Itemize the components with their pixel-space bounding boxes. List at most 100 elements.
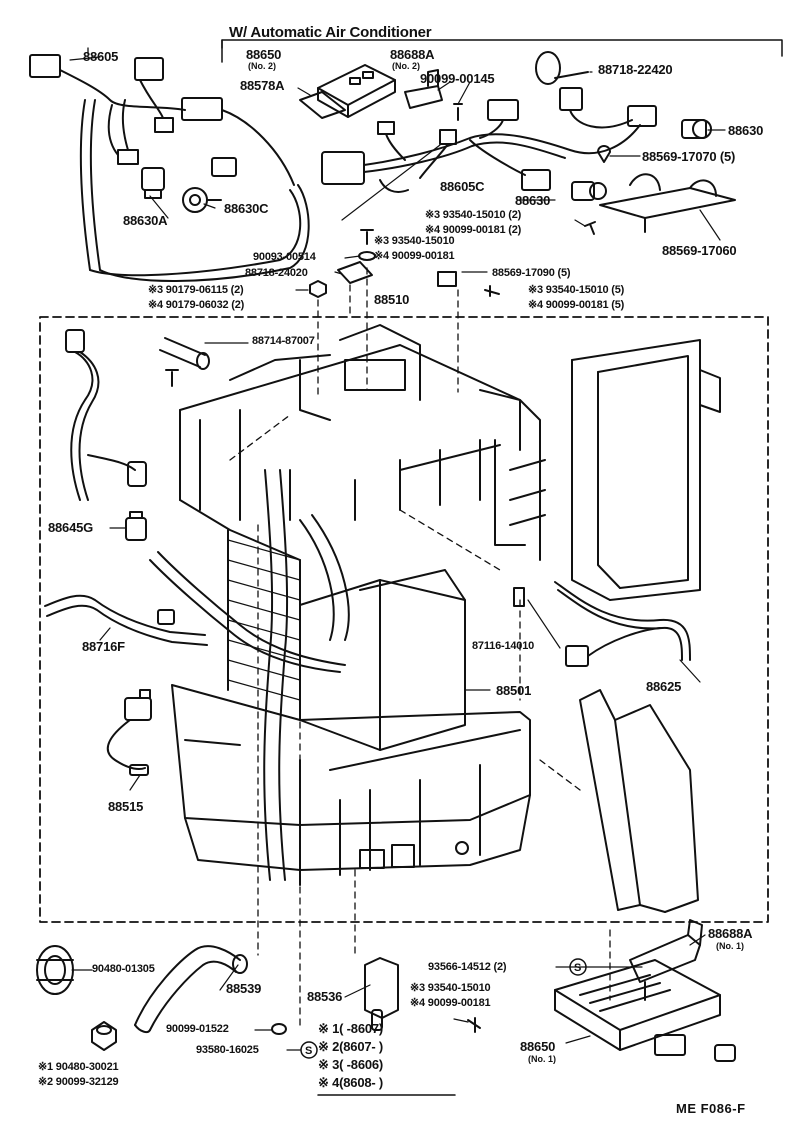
label-88630c: 88630C [224, 201, 269, 216]
drain-hose-88539 [134, 945, 248, 1034]
cooling-unit-88510 [171, 324, 546, 886]
screw-90099-00145 [453, 103, 463, 121]
s-symbol-1-label: S [574, 962, 581, 974]
label-87116-14010: 87116-14010 [472, 640, 535, 652]
screw-left [165, 369, 179, 387]
label-90179-06115: ※3 90179-06115 (2) [148, 284, 244, 296]
grommet-90480-30021 [91, 1021, 117, 1051]
label-90093-00514: 90093-00514 [253, 251, 316, 263]
clip-88569-17070 [597, 145, 611, 163]
label-93566-14512: 93566-14512 (2) [428, 961, 507, 973]
label-88569-17090: 88569-17090 (5) [492, 267, 571, 279]
legend-row-1: ※ 1( -8607) [318, 1021, 384, 1036]
clamp-88630c [182, 187, 222, 213]
label-88569-17070: 88569-17070 (5) [642, 149, 736, 164]
legend-row-4: ※ 4(8608- ) [318, 1075, 384, 1090]
thermistor-87116-14010 [513, 587, 525, 607]
seal-frame-right-top [571, 339, 721, 601]
label-88630-right: 88630 [728, 123, 764, 138]
label-93540-15010-c: ※3 93540-15010 [410, 982, 491, 994]
legend-row-2: ※ 2(8607- ) [318, 1039, 384, 1054]
s-symbol-2-label: S [305, 1045, 312, 1057]
label-88630-mid: 88630 [515, 193, 551, 208]
label-90099-00181-x5: ※4 90099-00181 (5) [528, 299, 625, 311]
label-88630a: 88630A [123, 213, 168, 228]
sensor-wire-88645g-upper [65, 329, 147, 501]
label-90480-01305: 90480-01305 [92, 963, 155, 975]
title-bracket [221, 39, 783, 63]
amplifier-88650-no2 [317, 64, 396, 118]
label-90099-32129: ※2 90099-32129 [38, 1076, 119, 1088]
wire-harness-88605 [29, 54, 310, 282]
label-88625: 88625 [646, 679, 682, 694]
label-93540-15010-x2: ※3 93540-15010 (2) [425, 209, 522, 221]
sensor-88630-mid [571, 181, 607, 201]
sensor-88630a [141, 167, 165, 199]
bracket-88569-17060 [599, 173, 736, 233]
label-88569-17060: 88569-17060 [662, 243, 737, 258]
sensor-wire-88625 [554, 581, 691, 667]
nut-90179 [309, 280, 327, 298]
label-88688a-no1: 88688A [708, 926, 753, 941]
label-88688a-no2: 88688A [390, 47, 435, 62]
s-symbol-2 [300, 1041, 318, 1059]
label-88650-no1-note: (No. 1) [528, 1054, 556, 1064]
label-93540-15010-b: ※3 93540-15010 [374, 235, 455, 247]
bracket-88536 [364, 957, 399, 1031]
label-88716f: 88716F [82, 639, 125, 654]
label-88605: 88605 [83, 49, 119, 64]
label-90099-01522: 90099-01522 [166, 1023, 229, 1035]
label-88578a: 88578A [240, 78, 285, 93]
label-88718-22420: 88718-22420 [598, 62, 673, 77]
label-88501: 88501 [496, 683, 532, 698]
clip-88569-17090 [437, 271, 457, 287]
s-symbol-1 [569, 958, 587, 976]
valve-88515 [106, 689, 152, 776]
bracket-88718-24020 [337, 261, 373, 284]
label-88645g: 88645G [48, 520, 94, 535]
label-88718-24020: 88718-24020 [245, 267, 308, 279]
sensor-88630-right [681, 119, 712, 139]
label-88605c: 88605C [440, 179, 485, 194]
label-90099-00181-c: ※4 90099-00181 [410, 997, 491, 1009]
bracket-88688a-no2 [404, 69, 443, 109]
grommet-90480-01305 [36, 945, 74, 995]
wire-harness-88605c [321, 87, 657, 193]
label-90099-00181-b: ※4 90099-00181 [374, 250, 455, 262]
tube-88716f [44, 551, 346, 673]
figure-code: ME F086-F [676, 1101, 746, 1116]
label-88714-87007: 88714-87007 [252, 335, 315, 347]
label-88650-no1: 88650 [520, 1039, 556, 1054]
label-90480-30021: ※1 90480-30021 [38, 1061, 119, 1073]
pipe-88714-87007 [159, 337, 210, 370]
clip-90099-01522 [271, 1023, 287, 1035]
screw-90093-00514 [358, 229, 376, 261]
callout-lines [69, 56, 726, 1051]
label-88515: 88515 [108, 799, 144, 814]
plate-88578a [299, 91, 346, 119]
tie-88718-22420 [535, 51, 589, 85]
seal-frame-right-bottom [579, 689, 699, 913]
leader-lines [87, 47, 611, 1031]
screw-93540-15010-bottom [467, 1017, 481, 1033]
screw-small-right [584, 221, 596, 235]
label-88688a-no1-note: (No. 1) [716, 941, 744, 951]
label-90099-00181-x2: ※4 90099-00181 (2) [425, 224, 522, 236]
diagram-title: W/ Automatic Air Conditioner [229, 24, 432, 41]
label-88650-no2: 88650 [246, 47, 282, 62]
label-88688a-no2-note: (No. 2) [392, 61, 420, 71]
legend-row-3: ※ 3( -8606) [318, 1057, 384, 1072]
label-88539: 88539 [226, 981, 262, 996]
label-93580-16025: 93580-16025 [196, 1044, 259, 1056]
assembly-boundary [39, 316, 769, 923]
screw-93540-15010-x5 [484, 285, 500, 297]
amplifier-88650-no1 [554, 959, 736, 1062]
label-88510: 88510 [374, 292, 410, 307]
pressure-switch-88645g [125, 511, 147, 541]
label-93540-15010-x5: ※3 93540-15010 (5) [528, 284, 625, 296]
label-88650-no2-note: (No. 2) [248, 61, 276, 71]
label-90179-06032: ※4 90179-06032 (2) [148, 299, 245, 311]
label-88536: 88536 [307, 989, 343, 1004]
label-90099-00145: 90099-00145 [420, 71, 495, 86]
